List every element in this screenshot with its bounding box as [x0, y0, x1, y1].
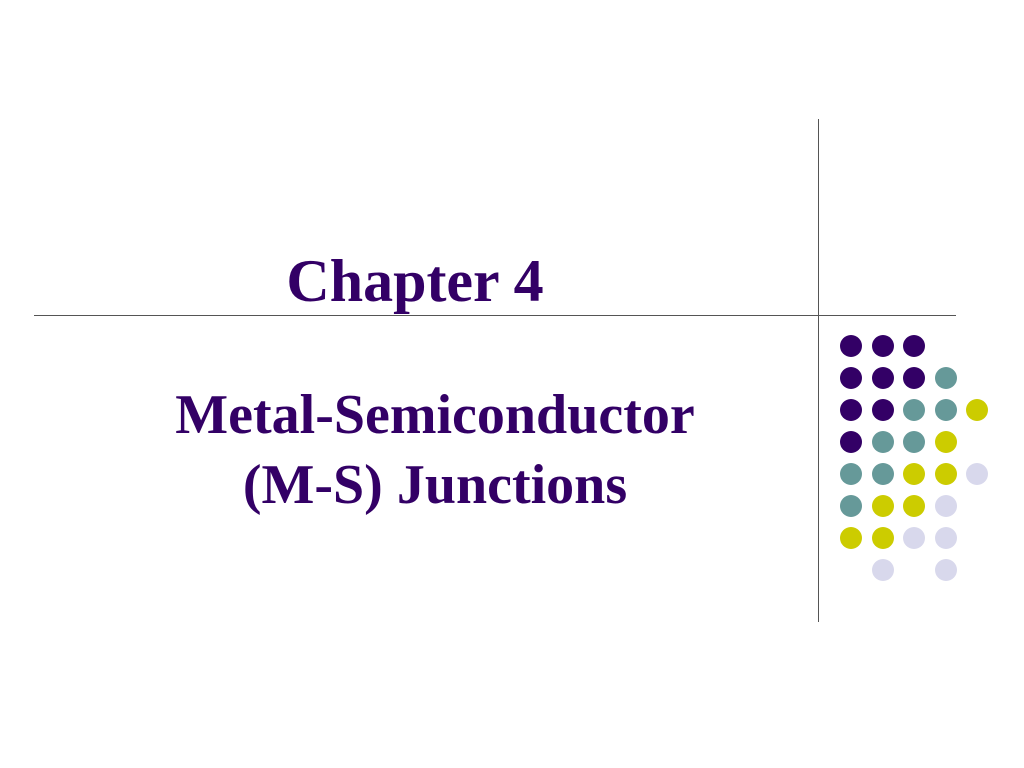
decorative-dot-lavender: [934, 527, 957, 549]
decorative-dot-teal: [871, 463, 894, 485]
decorative-dot-olive: [903, 463, 925, 485]
horizontal-rule: [34, 315, 956, 316]
decorative-dot-purple: [871, 399, 894, 421]
decorative-dot-teal: [871, 431, 894, 453]
decorative-dot-teal: [903, 399, 925, 421]
decorative-dot-teal: [840, 495, 862, 517]
decorative-dot-lavender: [934, 495, 957, 517]
vertical-rule: [818, 119, 819, 622]
decorative-dot-purple: [871, 367, 894, 389]
decorative-dot-purple: [840, 335, 862, 357]
decorative-dot-lavender: [903, 527, 925, 549]
decorative-dot-olive: [871, 495, 894, 517]
decorative-dot-teal: [903, 431, 925, 453]
decorative-dot-lavender: [934, 559, 957, 581]
decorative-dot-olive: [934, 431, 957, 453]
decorative-dot-olive: [934, 463, 957, 485]
decorative-dot-olive: [966, 399, 988, 421]
decorative-dot-purple: [903, 367, 925, 389]
decorative-dot-purple: [840, 367, 862, 389]
subtitle-line-2: (M-S) Junctions: [242, 454, 628, 516]
decorative-dot-olive: [840, 527, 862, 549]
decorative-dot-teal: [934, 399, 957, 421]
decorative-dot-purple: [840, 399, 862, 421]
decorative-dot-olive: [903, 495, 925, 517]
decorative-dot-lavender: [966, 463, 988, 485]
decorative-dot-purple: [871, 335, 894, 357]
decorative-dot-purple: [903, 335, 925, 357]
decorative-dot-lavender: [871, 559, 894, 581]
subtitle-line-1: Metal-Semiconductor: [175, 384, 695, 446]
slide-title: Chapter 4: [286, 248, 544, 314]
decorative-dot-purple: [840, 431, 862, 453]
decorative-dot-teal: [934, 367, 957, 389]
decorative-dot-olive: [871, 527, 894, 549]
decorative-dot-teal: [840, 463, 862, 485]
slide-subtitle: Metal-Semiconductor (M-S) Junctions: [30, 380, 840, 520]
